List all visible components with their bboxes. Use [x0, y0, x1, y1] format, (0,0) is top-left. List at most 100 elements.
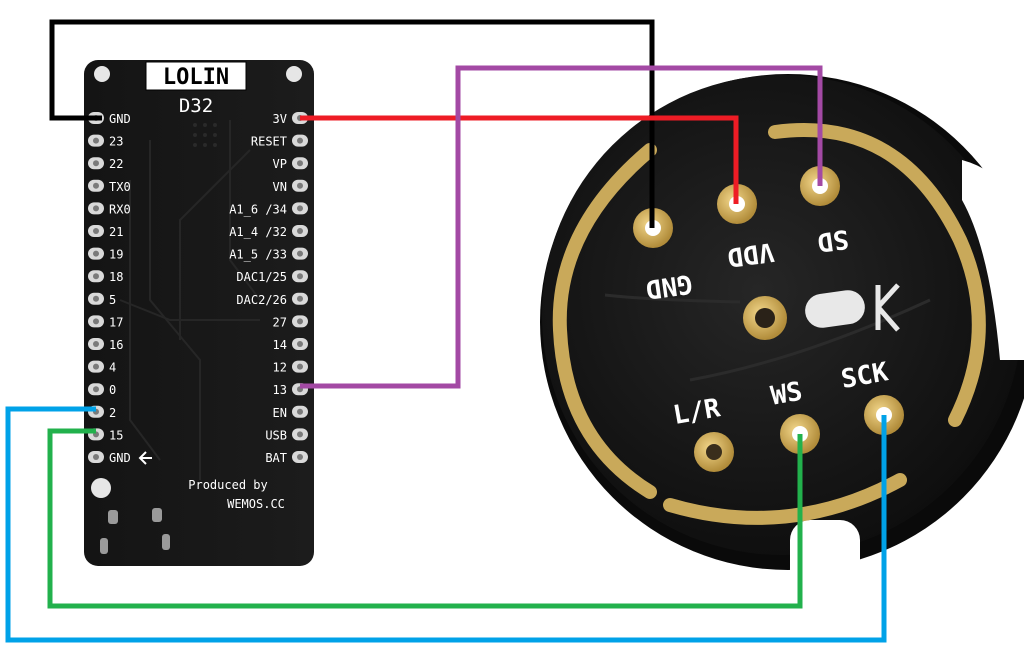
left-pin-23-1: 23 [88, 134, 123, 149]
left-pin-label: 19 [109, 248, 123, 262]
left-pin-label: 22 [109, 157, 123, 171]
mic-ring-left [552, 143, 657, 499]
right-pin-label: VN [273, 180, 287, 194]
right-pin-label: VP [273, 157, 287, 171]
mic-ring-top [768, 122, 986, 427]
pin-hole [297, 205, 303, 212]
left-pin-label: 2 [109, 406, 116, 420]
mount-hole-top-right [286, 66, 302, 82]
pin-hole [297, 431, 303, 438]
pin-hole [93, 386, 99, 393]
mic-ear-icon [875, 283, 900, 332]
right-pin-a1-4-32-5: A1_4 /32 [229, 225, 308, 239]
right-pin-label: BAT [265, 451, 287, 465]
right-pin-a1-5-33-6: A1_5 /33 [229, 247, 308, 262]
mic-trace-upper [604, 293, 741, 304]
right-pin-bat-15: BAT [265, 451, 308, 465]
board-model: D32 [179, 95, 213, 117]
board-credit-line2: WEMOS.CC [227, 497, 285, 511]
left-pin-gnd-15: GND [88, 451, 131, 465]
mount-hole-top-left [94, 66, 110, 82]
left-pin-0-12: 0 [88, 383, 116, 397]
pin-hole [93, 250, 99, 257]
pin-hole [93, 182, 99, 189]
left-pin-4-11: 4 [88, 360, 116, 375]
right-pin-label: A1_5 /33 [229, 248, 287, 262]
mic-pin-lr-pad [694, 432, 734, 472]
wire-gnd-to-gnd [49, 19, 655, 228]
right-pin-label: EN [273, 406, 287, 420]
pin-hole [297, 250, 303, 257]
right-pin-reset-1: RESET [251, 134, 308, 149]
board-via-field [193, 123, 217, 147]
mount-hole-bottom-left [91, 478, 111, 498]
board-leds [100, 508, 170, 554]
mic-ring-bottom [663, 473, 907, 525]
left-pin-label: 4 [109, 361, 116, 375]
mic-label-pill [805, 290, 865, 328]
pin-hole [93, 137, 99, 144]
board-logo: LOLIN [163, 65, 229, 90]
pin-hole [93, 341, 99, 347]
board-credit-line1: Produced by [188, 478, 267, 492]
pin-hole [297, 273, 303, 280]
pin-hole [297, 137, 303, 144]
left-pin-label: 21 [109, 225, 123, 239]
pin-hole [93, 363, 99, 370]
pin-hole [297, 228, 303, 234]
right-pin-en-13: EN [273, 405, 308, 420]
left-pin-label: RX0 [109, 202, 131, 216]
pin-hole [93, 228, 99, 234]
right-pin-label: USB [265, 428, 287, 442]
left-pin-label: 16 [109, 338, 123, 352]
mic-label-gnd: GND [644, 268, 695, 304]
lolin-d32-board: LOLIN D32 GND2322TX0RX02119185171640215G… [84, 60, 314, 566]
left-pin-5-8: 5 [88, 292, 116, 307]
board-pcb [84, 60, 314, 566]
pin-hole [93, 205, 99, 212]
right-pin-label: 12 [273, 361, 287, 375]
right-pin-usb-14: USB [265, 428, 308, 442]
right-pin-vp-2: VP [273, 157, 308, 171]
left-pin-label: 18 [109, 270, 123, 284]
right-pin-label: 27 [273, 315, 287, 329]
board-traces [119, 120, 261, 480]
right-pin-dac2-26-8: DAC2/26 [236, 292, 308, 307]
wires [5, 19, 887, 643]
board-logo-box [145, 61, 247, 91]
left-pin-19-6: 19 [88, 247, 123, 262]
mic-trace-lower [689, 298, 931, 382]
right-pin-12-11: 12 [273, 360, 308, 375]
left-pin-label: 17 [109, 315, 123, 329]
right-pin-label: 14 [273, 338, 287, 352]
wire-3v-to-vdd [300, 115, 739, 204]
left-pin-label: 15 [109, 428, 123, 442]
pin-hole [297, 341, 303, 347]
left-pin-label: TX0 [109, 180, 131, 194]
pin-hole [93, 273, 99, 280]
right-pin-vn-3: VN [273, 179, 308, 194]
pin-hole [297, 318, 303, 325]
right-pin-27-9: 27 [273, 315, 308, 329]
left-pin-21-5: 21 [88, 225, 123, 239]
left-pin-label: GND [109, 451, 131, 465]
wire-15-to-ws [47, 428, 803, 609]
mic-sound-port-hole [755, 308, 775, 328]
left-pin-tx0-3: TX0 [88, 179, 131, 194]
mic-label-sd: SD [815, 223, 850, 257]
mic-notch-right [962, 160, 1024, 360]
right-pin-label: RESET [251, 135, 287, 149]
wire-13-to-sd [300, 65, 823, 389]
gnd-arrow-icon [138, 451, 152, 465]
pin-hole [93, 454, 99, 460]
right-pin-label: A1_4 /32 [229, 225, 287, 239]
right-pin-label: 13 [273, 383, 287, 397]
pin-hole [297, 408, 303, 415]
pin-hole [297, 160, 303, 167]
pin-hole [297, 454, 303, 460]
inmp441-microphone: GND VDD SD L/R WS SCK [540, 74, 1024, 590]
right-pin-label: DAC1/25 [236, 270, 287, 284]
